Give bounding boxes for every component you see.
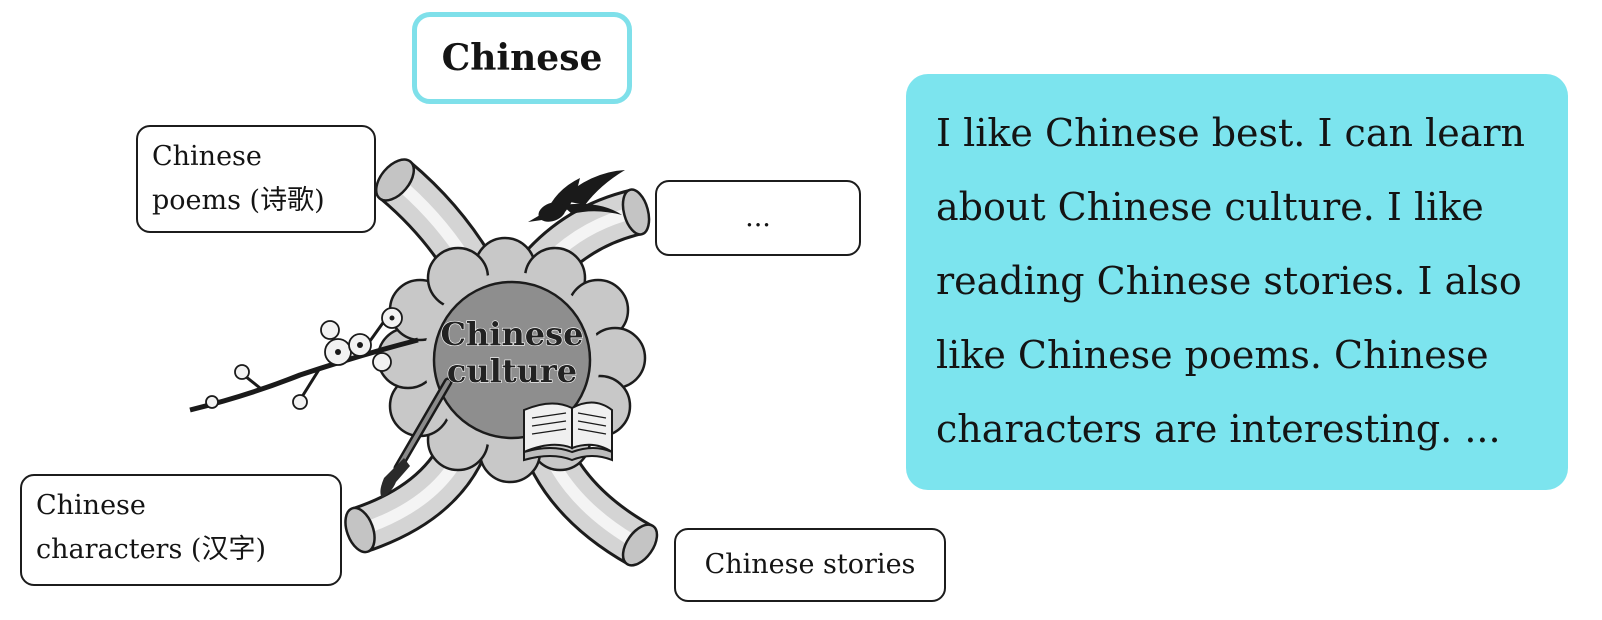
branch-characters-line1: Chinese	[36, 490, 146, 521]
branch-box-more: ...	[655, 180, 861, 256]
subject-title: Chinese	[441, 37, 603, 79]
open-book-icon	[523, 401, 613, 462]
subject-title-box: Chinese	[412, 12, 632, 104]
tube-end-caps	[344, 158, 659, 567]
paragraph-line: I like Chinese best. I can learn	[936, 111, 1525, 155]
center-circle	[432, 280, 592, 440]
paragraph-line: like Chinese poems. Chinese	[936, 333, 1489, 377]
branch-poems-line2: poems (诗歌)	[152, 185, 325, 216]
paragraph-line: reading Chinese stories. I also	[936, 259, 1522, 303]
branch-stories-text: Chinese stories	[704, 549, 916, 580]
paragraph-panel: I like Chinese best. I can learn about C…	[906, 74, 1568, 490]
plum-blossom-branch-icon	[189, 307, 419, 413]
paragraph-line: characters are interesting. ...	[936, 407, 1501, 451]
center-label-line1: Chinese	[441, 315, 584, 353]
branch-box-stories: Chinese stories	[674, 528, 946, 602]
branch-characters-line2: characters (汉字)	[36, 534, 266, 565]
center-label-line2: culture	[447, 352, 577, 390]
calligraphy-brush-icon	[380, 377, 453, 498]
branch-box-characters: Chinese characters (汉字)	[20, 474, 342, 586]
paragraph-line: about Chinese culture. I like	[936, 185, 1484, 229]
swallow-bird-icon	[528, 170, 625, 222]
branch-more-text: ...	[745, 202, 771, 233]
branch-box-poems: Chinese poems (诗歌)	[136, 125, 376, 233]
branch-poems-line1: Chinese	[152, 141, 262, 172]
